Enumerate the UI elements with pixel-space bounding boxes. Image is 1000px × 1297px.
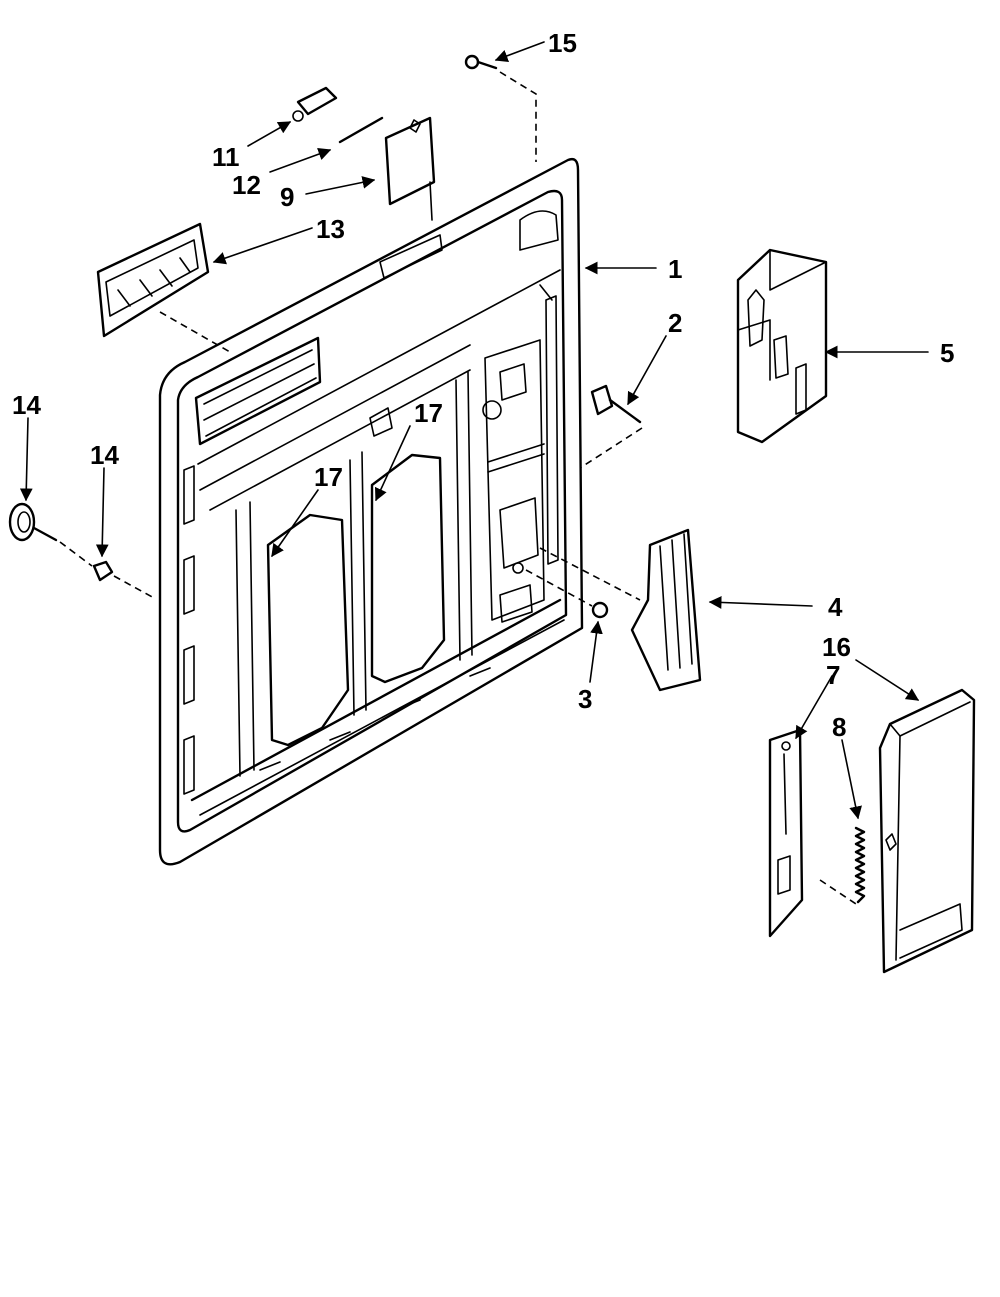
callout-12: 13 xyxy=(316,214,345,244)
callout-17-right: 17 xyxy=(414,398,443,428)
callout-17-left: 17 xyxy=(314,462,343,492)
callout-2: 2 xyxy=(668,308,682,338)
bracket-clip xyxy=(292,86,338,122)
callout-fourteen: 14 xyxy=(90,440,119,470)
callout-9: 9 xyxy=(280,182,294,212)
callout-11: 12 xyxy=(232,170,261,200)
callout-10: 11 xyxy=(212,142,240,172)
top-screw xyxy=(464,54,537,162)
leader-lines xyxy=(19,41,929,820)
latch-handle xyxy=(96,222,231,353)
callout-8: 8 xyxy=(832,712,846,742)
switch-housing xyxy=(736,248,828,444)
callout-16: 16 xyxy=(822,632,851,662)
callout-1: 1 xyxy=(668,254,682,284)
callout-3: 3 xyxy=(578,684,592,714)
spring xyxy=(819,826,866,905)
side-nut xyxy=(525,569,609,619)
hinge-arm xyxy=(539,528,702,692)
callout-4: 4 xyxy=(828,592,843,622)
callout-13: 14 xyxy=(12,390,41,420)
side-cover xyxy=(878,688,976,974)
door-knob xyxy=(8,502,58,542)
slide-bracket xyxy=(768,728,804,938)
bracket-rod xyxy=(338,116,384,144)
callout-5: 5 xyxy=(940,338,954,368)
inner-door-panel xyxy=(158,157,584,866)
callout-15: 15 xyxy=(548,28,577,58)
knob-nut xyxy=(59,541,155,599)
callout-7: 7 xyxy=(826,660,840,690)
hinge-screw xyxy=(579,384,643,469)
dispenser-bracket xyxy=(384,116,436,221)
